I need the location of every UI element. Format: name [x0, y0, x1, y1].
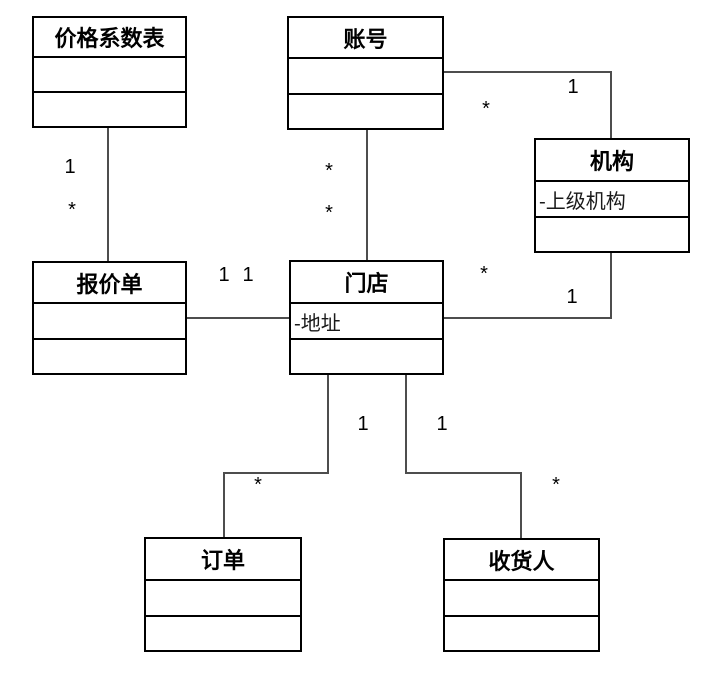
multiplicity-label: * — [325, 202, 333, 224]
multiplicity-label: * — [325, 160, 333, 182]
class-organization: 机构 -上级机构 — [534, 138, 690, 253]
association-line-account-organization-h — [444, 71, 612, 73]
class-order: 订单 — [144, 537, 302, 652]
class-title: 收货人 — [488, 548, 555, 574]
association-line-store-order-v2 — [223, 472, 225, 537]
multiplicity-label: 1 — [64, 156, 76, 178]
multiplicity-label: * — [254, 474, 262, 496]
association-line-account-organization-v — [610, 71, 612, 138]
class-store: 门店 -地址 — [289, 260, 444, 375]
class-title: 账号 — [343, 26, 388, 52]
attribute-text: -地址 — [294, 310, 341, 335]
attribute-text: -上级机构 — [539, 188, 626, 213]
class-operations-compartment — [445, 615, 598, 650]
multiplicity-label: 1 — [566, 286, 578, 308]
class-title: 价格系数表 — [54, 26, 165, 51]
multiplicity-label: 1 — [357, 413, 369, 435]
class-attributes-compartment — [445, 579, 598, 615]
class-price-coefficient-table: 价格系数表 — [32, 16, 187, 128]
class-attributes-compartment — [289, 57, 442, 93]
class-title: 报价单 — [76, 271, 143, 297]
association-line-store-consignee-v2 — [520, 472, 522, 538]
association-line-store-consignee-h — [405, 472, 522, 474]
class-account: 账号 — [287, 16, 444, 130]
association-line-pricefactor-quotation — [107, 128, 109, 261]
class-title: 订单 — [200, 548, 245, 573]
association-line-store-organization-v — [610, 253, 612, 319]
class-operations-compartment — [34, 338, 185, 373]
multiplicity-label: * — [482, 98, 490, 120]
multiplicity-label: * — [68, 199, 76, 221]
association-line-store-consignee-v1 — [405, 375, 407, 474]
class-operations-compartment — [289, 93, 442, 128]
multiplicity-label: 1 — [218, 264, 230, 286]
multiplicity-label: 1 — [436, 413, 448, 435]
multiplicity-label: * — [552, 474, 560, 496]
class-attributes-compartment — [146, 579, 300, 615]
class-attributes-compartment: -上级机构 — [536, 180, 688, 216]
class-operations-compartment — [291, 338, 442, 373]
multiplicity-label: 1 — [242, 264, 254, 286]
class-quotation: 报价单 — [32, 261, 187, 375]
class-attributes-compartment: -地址 — [291, 302, 442, 338]
class-attributes-compartment — [34, 56, 185, 91]
association-line-store-order-v1 — [327, 375, 329, 474]
class-title: 机构 — [589, 149, 634, 174]
class-title: 门店 — [344, 271, 389, 296]
class-consignee: 收货人 — [443, 538, 600, 652]
association-line-store-order-h — [223, 472, 329, 474]
class-operations-compartment — [146, 615, 300, 650]
association-line-quotation-store — [187, 317, 289, 319]
association-line-store-organization-h — [444, 317, 612, 319]
class-attributes-compartment — [34, 302, 185, 338]
multiplicity-label: 1 — [567, 76, 579, 98]
association-line-account-store — [366, 130, 368, 260]
multiplicity-label: * — [480, 263, 488, 285]
class-operations-compartment — [34, 91, 185, 126]
class-operations-compartment — [536, 216, 688, 251]
